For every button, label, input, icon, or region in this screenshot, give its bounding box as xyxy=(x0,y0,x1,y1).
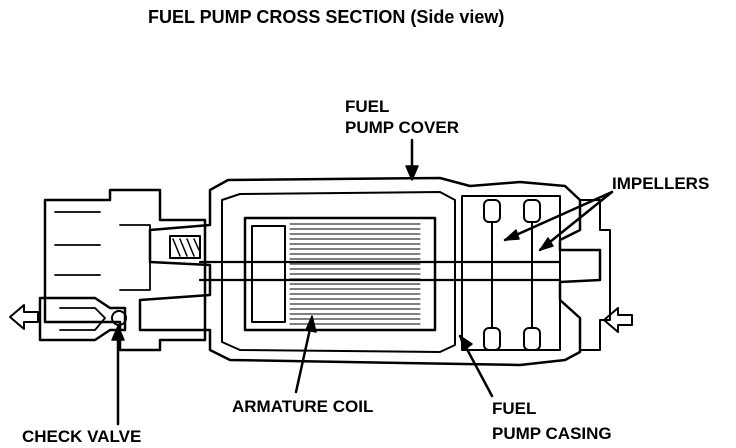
leader-impellers-head-1 xyxy=(504,229,520,241)
armature-coil-outline xyxy=(243,216,437,332)
leader-impellers-1 xyxy=(503,190,614,242)
leader-check-valve-head xyxy=(111,325,125,341)
leader-armature-coil xyxy=(294,318,314,394)
leader-pump-cover-head xyxy=(405,165,419,181)
inlet-housing xyxy=(43,188,207,352)
impeller-lower-right xyxy=(523,327,541,351)
label-fuel-pump-casing-1: FUEL xyxy=(492,399,537,418)
label-check-valve: CHECK VALVE xyxy=(22,427,142,446)
impeller-lower-left xyxy=(483,327,501,351)
leader-armature-coil-head xyxy=(305,315,317,333)
impeller-upper-right xyxy=(523,199,541,223)
impeller-housing xyxy=(461,195,561,351)
housing-detail-2 xyxy=(119,224,151,291)
brush-block xyxy=(169,235,201,259)
pump-cover-outline xyxy=(138,176,602,367)
check-valve-ball xyxy=(111,310,127,326)
label-fuel-pump-casing-2: PUMP CASING xyxy=(492,424,612,443)
label-impellers: IMPELLERS xyxy=(612,174,710,193)
arrow-left-icon xyxy=(603,307,633,333)
commutator xyxy=(251,225,286,323)
label-fuel-pump-cover-2: PUMP COVER xyxy=(345,118,459,137)
arrow-left-icon xyxy=(9,304,39,330)
housing-detail-1 xyxy=(54,211,101,276)
leader-pump-casing-head xyxy=(459,335,473,351)
impeller-upper-left xyxy=(483,199,501,223)
check-valve-tube xyxy=(38,296,127,342)
pump-shaft xyxy=(198,260,562,282)
check-valve-inner xyxy=(59,307,106,331)
label-armature-coil: ARMATURE COIL xyxy=(232,397,374,416)
label-fuel-pump-cover-1: FUEL xyxy=(345,97,390,116)
armature-windings xyxy=(289,223,421,325)
outlet-fitting xyxy=(579,199,611,351)
pump-casing-inner xyxy=(221,191,456,353)
leader-impellers-head-2 xyxy=(539,237,554,251)
diagram-title: FUEL PUMP CROSS SECTION (Side view) xyxy=(148,7,505,27)
brush-hatch xyxy=(172,238,200,257)
leader-impellers-2 xyxy=(538,190,614,252)
